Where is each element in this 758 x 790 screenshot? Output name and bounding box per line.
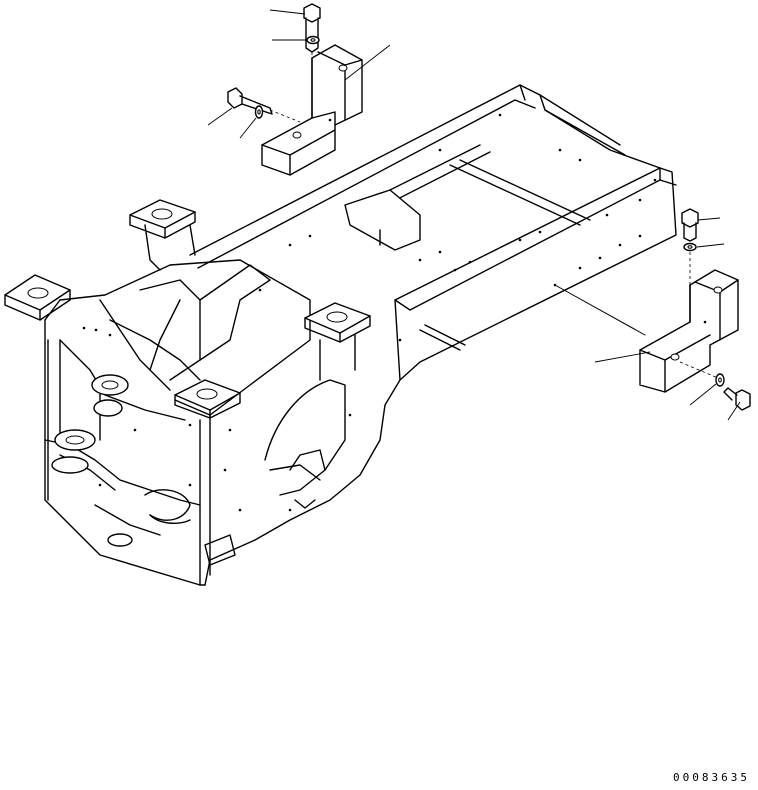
washer-right-top bbox=[684, 244, 696, 251]
frame-rivets bbox=[82, 113, 657, 512]
mount-pad-rear-left bbox=[130, 200, 195, 270]
bolt-left-side bbox=[228, 88, 272, 114]
callout-leaders bbox=[208, 10, 740, 420]
mount-pad-front-left bbox=[5, 275, 70, 320]
mount-pad-front-right bbox=[175, 380, 240, 418]
front-pivot bbox=[52, 375, 235, 565]
washer-left-side bbox=[256, 106, 263, 118]
bolt-left-top bbox=[304, 4, 320, 52]
bolt-right-top bbox=[682, 209, 698, 241]
main-frame bbox=[45, 85, 676, 585]
bracket-right bbox=[640, 270, 738, 392]
washer-right-side bbox=[716, 374, 724, 386]
washer-left-top bbox=[307, 37, 319, 44]
drawing-number: 00083635 bbox=[673, 771, 750, 784]
mount-pad-center bbox=[305, 303, 370, 380]
bolt-right-side bbox=[724, 388, 750, 410]
